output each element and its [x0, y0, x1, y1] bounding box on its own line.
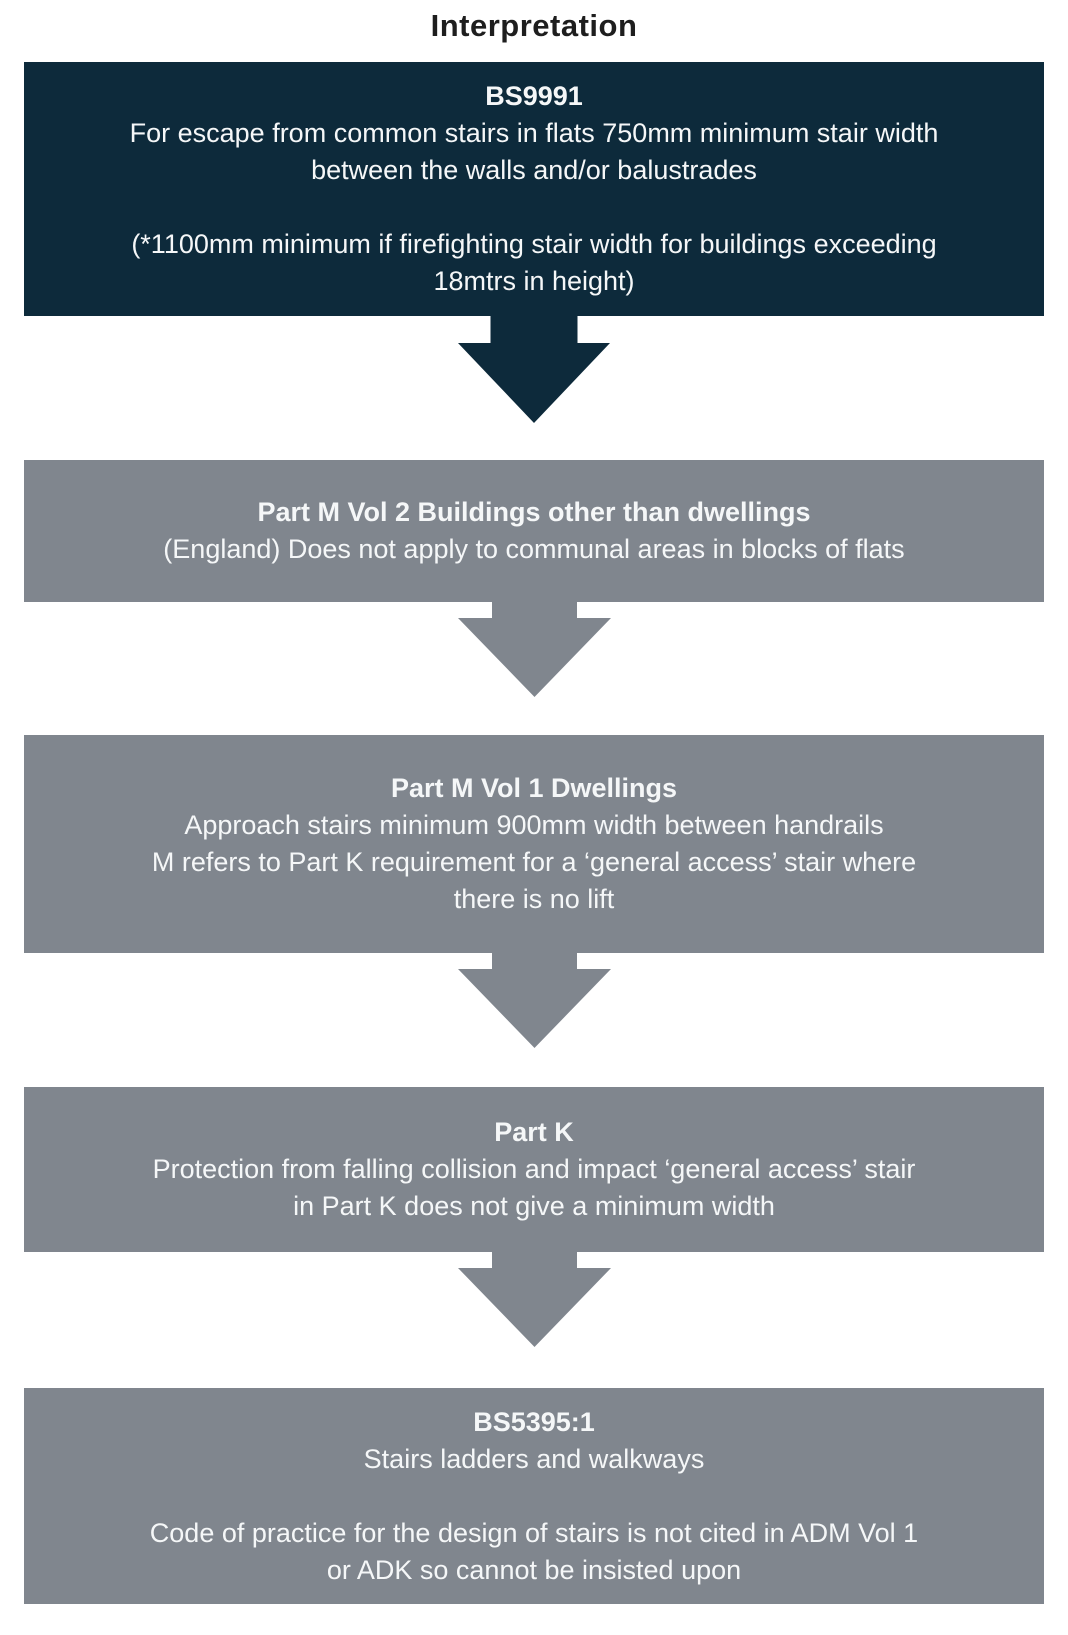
box-text-line-blank [24, 1478, 1044, 1515]
box-text-line: (England) Does not apply to communal are… [163, 534, 905, 564]
flow-box-bs9991: BS9991 For escape from common stairs in … [24, 62, 1044, 316]
box-text-line-blank [24, 189, 1044, 226]
box-text-line: 18mtrs in height) [433, 266, 635, 296]
flow-box-part-k: Part K Protection from falling collision… [24, 1087, 1044, 1252]
arrow-down-icon [458, 316, 610, 423]
arrow-down-icon [457, 1252, 611, 1347]
page-title: Interpretation [430, 8, 638, 43]
box-text-line: For escape from common stairs in flats 7… [129, 118, 939, 148]
box-heading: BS5395:1 [473, 1406, 595, 1437]
box-heading: BS9991 [485, 81, 583, 111]
arrow-down-icon [457, 602, 611, 697]
flow-box-part-m-vol-2: Part M Vol 2 Buildings other than dwelli… [24, 460, 1044, 602]
box-text-line: (*1100mm minimum if firefighting stair w… [131, 229, 937, 259]
box-heading: Part M Vol 1 Dwellings [390, 773, 678, 803]
box-heading: Part M Vol 2 Buildings other than dwelli… [257, 497, 811, 527]
box-text-line: in Part K does not give a minimum width [293, 1191, 775, 1221]
arrow-down-icon [457, 953, 611, 1048]
flow-box-part-m-vol-1: Part M Vol 1 Dwellings Approach stairs m… [24, 735, 1044, 953]
flowchart: BS9991 For escape from common stairs in … [0, 62, 1068, 1604]
box-text-line: between the walls and/or balustrades [311, 155, 757, 185]
flow-box-bs5395-1: BS5395:1 Stairs ladders and walkways Cod… [24, 1388, 1044, 1604]
box-text-line: Code of practice for the design of stair… [149, 1517, 919, 1548]
box-text-line: Stairs ladders and walkways [363, 1443, 705, 1474]
box-text-line: Approach stairs minimum 900mm width betw… [184, 810, 884, 840]
box-text-line: M refers to Part K requirement for a ‘ge… [151, 847, 917, 877]
box-text-line: or ADK so cannot be insisted upon [326, 1554, 742, 1585]
box-heading: Part K [494, 1117, 574, 1147]
box-text-line: there is no lift [453, 884, 615, 914]
box-text-line: Protection from falling collision and im… [152, 1154, 916, 1184]
